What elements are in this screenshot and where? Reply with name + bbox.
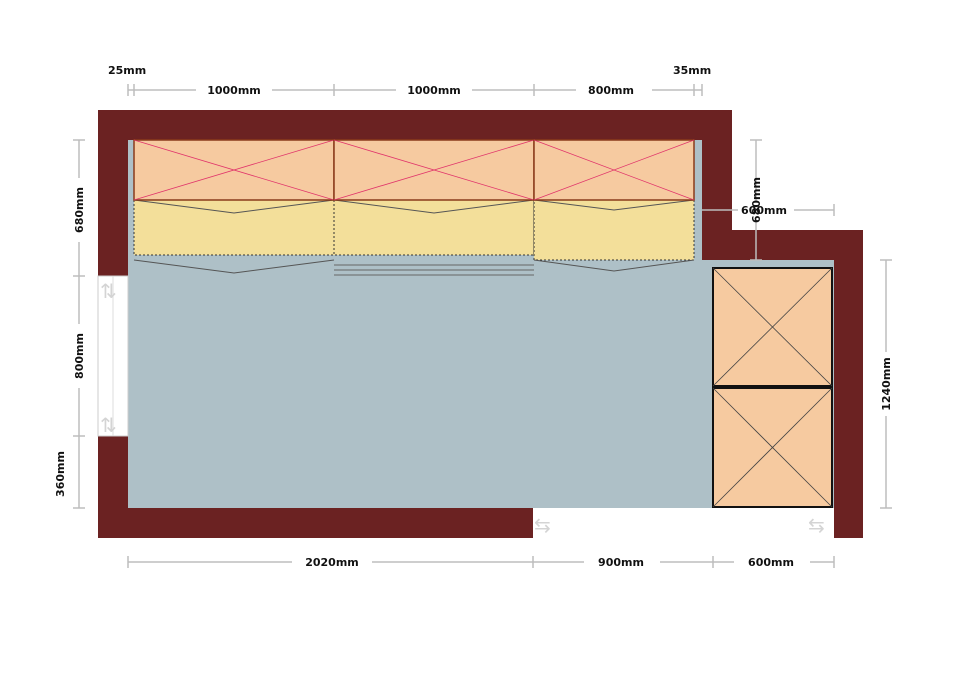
upper-cabinets [133, 139, 695, 201]
dim-top-segment-1: 1000mm [207, 84, 261, 97]
dim-right-notch-width: 680mm [750, 177, 763, 223]
bottom-left-wall [98, 508, 533, 538]
dim-top-left-offset: 25mm [108, 64, 146, 77]
upper-cabinet [333, 139, 535, 201]
dim-top-segment-3: 800mm [588, 84, 634, 97]
dim-left-lower: 360mm [54, 451, 67, 497]
right-cabinets [712, 267, 833, 508]
bottom-opening-right [834, 508, 863, 538]
doorway-arrow-right-icon: ⇆ [808, 515, 825, 537]
upper-cabinet [533, 139, 695, 201]
left-window: ⇅ ⇅ [97, 275, 129, 437]
dim-right-height: 1240mm [880, 357, 893, 411]
tall-cabinet [712, 267, 833, 387]
dim-right-notch-depth: 600mm [741, 204, 787, 217]
bottom-opening [533, 508, 834, 539]
notch-inner-wall [702, 140, 732, 260]
notch-floor-gap [732, 230, 834, 260]
dim-bottom-right: 600mm [748, 556, 794, 569]
dim-top-right-offset: 35mm [673, 64, 711, 77]
counter-top [133, 199, 695, 276]
dimension-labels: 25mm 35mm 1000mm 1000mm 800mm 680mm 800m… [54, 64, 895, 570]
doorway-arrow-left-icon: ⇆ [534, 515, 551, 537]
dim-left-upper: 680mm [73, 187, 86, 233]
upper-cabinet [133, 139, 335, 201]
dim-top-segment-2: 1000mm [407, 84, 461, 97]
window-arrow-top-icon: ⇅ [100, 281, 117, 303]
dim-left-window: 800mm [73, 333, 86, 379]
dim-bottom-left: 2020mm [305, 556, 359, 569]
window-arrow-bottom-icon: ⇅ [100, 415, 117, 437]
tall-cabinet [712, 387, 833, 508]
dim-bottom-opening: 900mm [598, 556, 644, 569]
